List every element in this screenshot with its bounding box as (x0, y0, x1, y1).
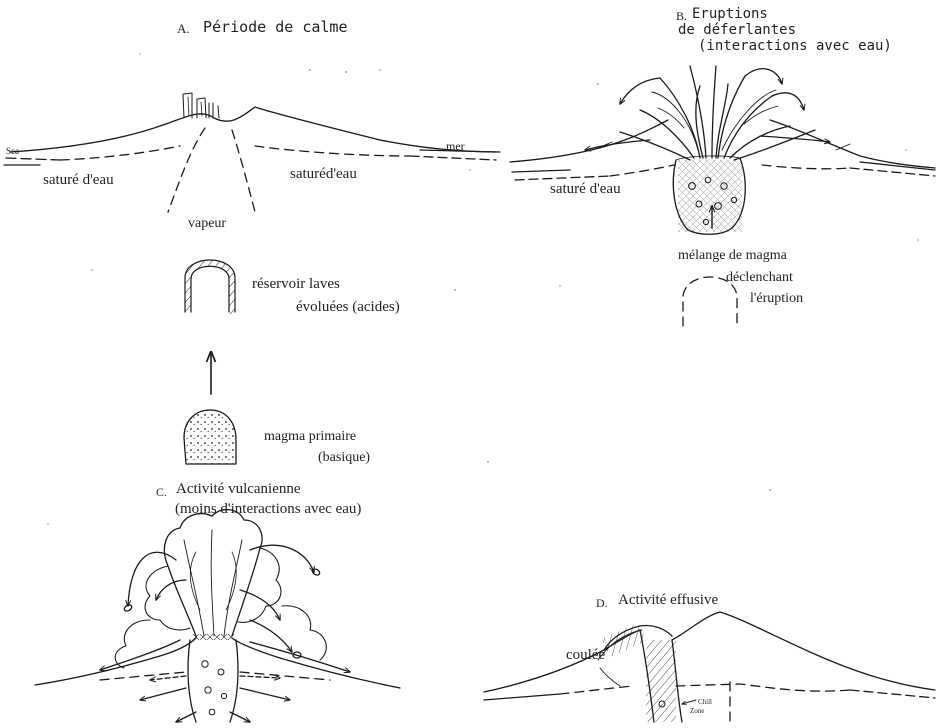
panel-c-title-2: (moins d'interactions avec eau) (175, 501, 361, 518)
saturated-right-label: saturéd'eau (290, 166, 357, 183)
primary-magma-label-1: magma primaire (264, 429, 356, 445)
sea-label-right: mer (446, 140, 465, 154)
panel-a-volcano (4, 93, 500, 212)
reservoir-label-2: évoluées (acides) (296, 299, 400, 316)
panel-a-title: Période de calme (203, 19, 348, 36)
panel-b-saturated-label: saturé d'eau (550, 181, 621, 198)
chill-zone-label-1: Chill (698, 698, 712, 706)
panel-d-letter: D. (596, 597, 608, 611)
mix-label-2: déclenchant (726, 270, 793, 286)
mix-label-1: mélange de magma (678, 248, 787, 264)
panel-d-title: Activité effusive (618, 592, 718, 609)
panel-c-letter: C. (156, 486, 167, 500)
reservoir-acid-lava (185, 260, 235, 312)
panel-a-letter: A. (177, 22, 190, 37)
panel-b-volcano (510, 66, 935, 236)
sea-label-left: Sea (6, 146, 19, 156)
panel-b-title-3: (interactions avec eau) (698, 38, 892, 54)
panel-c-volcano (35, 510, 400, 722)
primary-magma-blob (184, 410, 236, 464)
chill-zone-label-2: Zone (690, 707, 704, 715)
panel-b-title-2: de déferlantes (678, 22, 796, 38)
paper-specks (47, 53, 919, 525)
panel-c-title-1: Activité vulcanienne (176, 481, 301, 498)
reservoir-label-1: réservoir laves (252, 276, 340, 293)
saturated-left-label: saturé d'eau (43, 172, 114, 189)
primary-magma-label-2: (basique) (318, 450, 370, 466)
lava-flow-label: coulée (566, 647, 605, 664)
panel-b-title-1: Eruptions (692, 6, 768, 22)
mix-label-3: l'éruption (750, 291, 803, 307)
vapour-label: vapeur (188, 216, 226, 232)
